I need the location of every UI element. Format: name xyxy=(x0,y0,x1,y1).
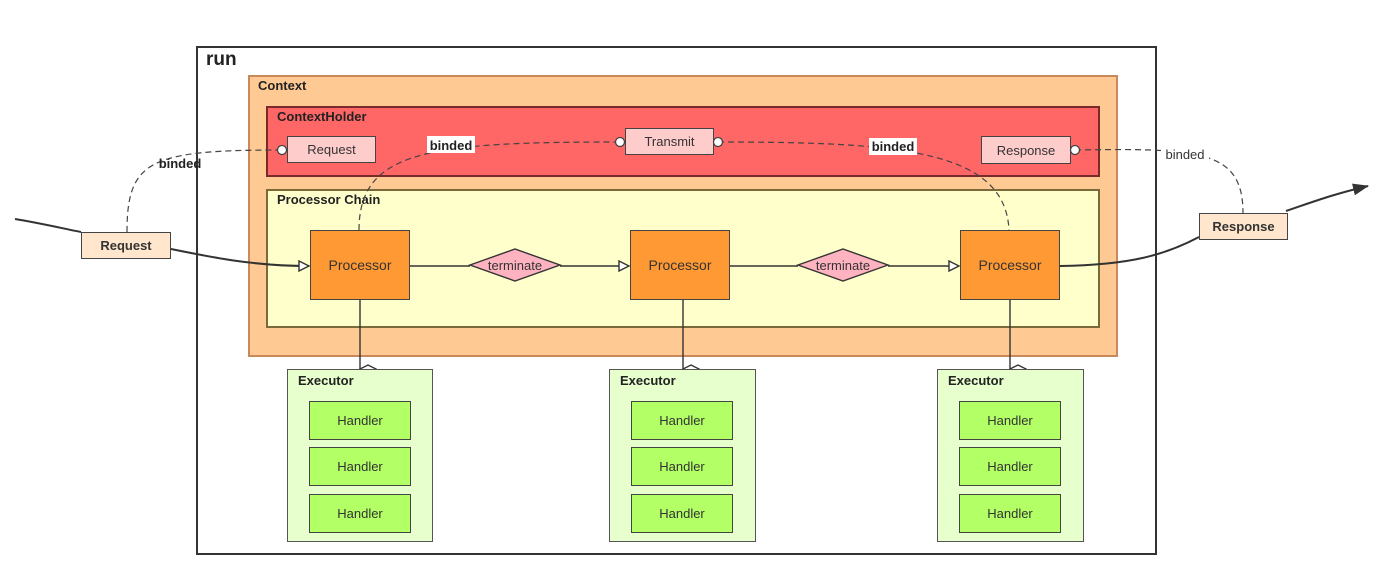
processor-3: Processor xyxy=(960,230,1060,300)
executor-3: Executor Handler Handler Handler xyxy=(937,369,1084,542)
handler-box: Handler xyxy=(631,401,733,440)
context-holder-title: ContextHolder xyxy=(277,109,367,124)
binded-port-transmit-left xyxy=(614,136,626,148)
processor-2: Processor xyxy=(630,230,730,300)
executor-1: Executor Handler Handler Handler xyxy=(287,369,433,542)
terminate-label-2: terminate xyxy=(816,258,870,273)
binded-link-request xyxy=(126,149,283,233)
binded-label-bg-transmit-left xyxy=(427,136,475,153)
binded-label-request: binded xyxy=(159,156,202,171)
external-request-box: Request xyxy=(81,232,171,259)
handler-box: Handler xyxy=(959,447,1061,486)
terminate-diamond-2 xyxy=(795,248,891,282)
external-response-box: Response xyxy=(1199,213,1288,240)
binded-port-request xyxy=(276,144,288,156)
run-title: run xyxy=(206,49,237,70)
processor-chain-title: Processor Chain xyxy=(277,192,381,207)
handler-box: Handler xyxy=(631,447,733,486)
context-holder-container xyxy=(266,106,1100,177)
holder-request-box: Request xyxy=(287,136,376,163)
executor-2: Executor Handler Handler Handler xyxy=(609,369,756,542)
holder-response-box: Response xyxy=(981,136,1071,164)
handler-box: Handler xyxy=(631,494,733,533)
handler-box: Handler xyxy=(309,447,411,486)
context-title: Context xyxy=(258,78,307,93)
binded-port-transmit-right xyxy=(712,136,724,148)
binded-label-response: binded xyxy=(1165,147,1204,162)
flow-request-to-processor xyxy=(170,248,309,266)
flow-response-out xyxy=(1285,183,1369,212)
binded-link-response xyxy=(1074,148,1244,214)
binded-label-transmit-left: binded xyxy=(430,138,473,153)
binded-link-transmit-left xyxy=(358,141,621,231)
binded-label-bg-response xyxy=(1161,145,1209,162)
flow-processor-to-response xyxy=(1059,236,1200,267)
handler-box: Handler xyxy=(309,494,411,533)
handler-box: Handler xyxy=(959,401,1061,440)
binded-port-response xyxy=(1069,144,1081,156)
binded-label-bg-transmit-right xyxy=(869,138,917,155)
processor-1: Processor xyxy=(310,230,410,300)
terminate-diamond-1 xyxy=(467,248,563,282)
handler-box: Handler xyxy=(959,494,1061,533)
binded-link-transmit-right xyxy=(717,141,1010,231)
run-frame xyxy=(196,46,1157,555)
terminate-label-1: terminate xyxy=(488,258,542,273)
executor-title: Executor xyxy=(948,373,1004,388)
executor-title: Executor xyxy=(298,373,354,388)
flow-into-request xyxy=(14,218,82,233)
executor-title: Executor xyxy=(620,373,676,388)
binded-label-transmit-right: binded xyxy=(872,139,915,154)
handler-box: Handler xyxy=(309,401,411,440)
